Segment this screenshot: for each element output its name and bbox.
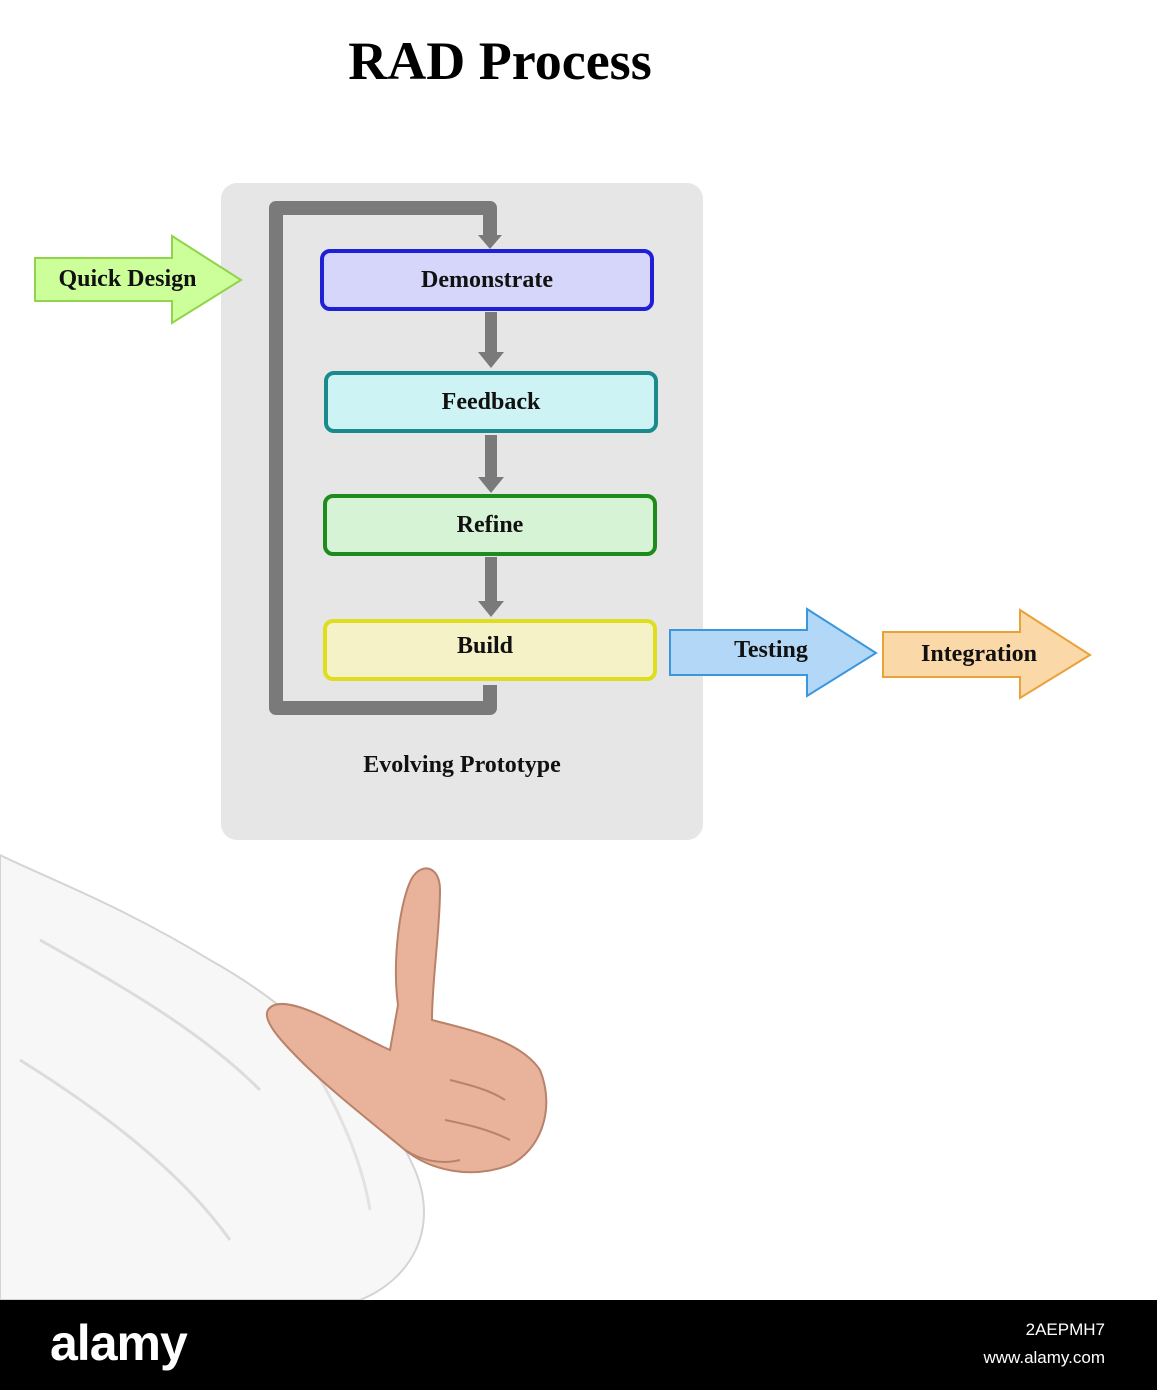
- loop-arrowhead: [478, 235, 502, 249]
- step-connector-1: [478, 312, 504, 368]
- stock-watermark-bar: alamy 2AEPMH7 www.alamy.com: [0, 1300, 1157, 1390]
- step-build: Build: [323, 619, 657, 681]
- diagram-connectors: [34, 201, 1092, 715]
- step-connector-2: [478, 435, 504, 493]
- step-demonstrate-label: Demonstrate: [421, 266, 553, 293]
- alamy-logo: alamy: [50, 1315, 188, 1371]
- testing-label: Testing: [734, 637, 808, 663]
- step-refine: Refine: [323, 494, 657, 556]
- integration-label: Integration: [921, 641, 1037, 667]
- pointing-hand-illustration: [0, 853, 548, 1300]
- testing-arrow: [669, 607, 878, 698]
- diagram-title: RAD Process: [348, 31, 652, 91]
- image-id-text: 2AEPMH7: [1025, 1320, 1105, 1339]
- panel-caption: Evolving Prototype: [363, 752, 561, 778]
- step-refine-label: Refine: [456, 511, 524, 538]
- step-demonstrate: Demonstrate: [320, 249, 654, 311]
- step-connector-3: [478, 557, 504, 617]
- quick-design-label: Quick Design: [58, 266, 197, 292]
- hand: [265, 867, 548, 1174]
- integration-arrow: [882, 608, 1092, 700]
- step-feedback-label: Feedback: [441, 388, 541, 415]
- step-build-label: Build: [456, 633, 514, 659]
- site-url-text: www.alamy.com: [983, 1348, 1105, 1367]
- quick-design-arrow: [34, 234, 243, 325]
- loop-connector: [269, 201, 497, 715]
- step-feedback: Feedback: [324, 371, 658, 433]
